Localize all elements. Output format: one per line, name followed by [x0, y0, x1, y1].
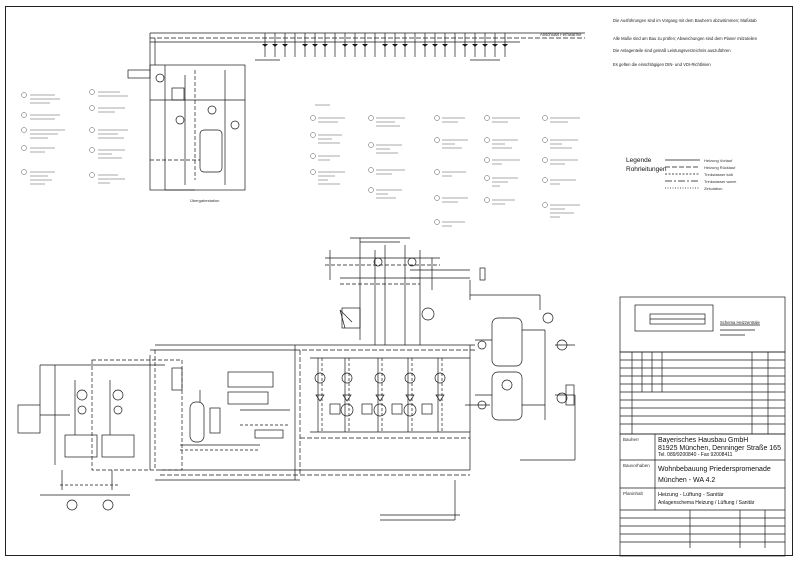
legend-item: Zirkulation [704, 186, 723, 191]
key-plan [619, 296, 786, 353]
legend-item: Trinkwasser warm [704, 179, 737, 184]
top-pipe-label: Anschluss Fernwärme [540, 32, 582, 37]
storage-tanks [465, 317, 576, 470]
project-name: Wohnbebauung Priederspromenade [658, 466, 771, 473]
owner-address: 81925 München, Denninger Straße 165 [658, 445, 781, 452]
component-list-left [21, 89, 128, 185]
revision-table [619, 351, 786, 435]
project-location: München - WA 4.2 [658, 477, 716, 484]
note-line: Alle Maße sind am Bau zu prüfen; Abweich… [613, 36, 758, 41]
expansion-vessel-group [180, 371, 290, 451]
note-line: Es gelten die einschlägigen DIN- und VDI… [613, 62, 711, 67]
transfer-station-box: Übergabestation [127, 64, 246, 203]
component-list-middle [310, 104, 580, 227]
owner-name: Bayerisches Hausbau GmbH [658, 437, 749, 444]
title-block-grid [619, 433, 786, 557]
owner-label: Bauherr [623, 437, 640, 442]
content-line1: Heizung - Lüftung - Sanitär [658, 492, 724, 498]
content-line2: Anlagenschema Heizung / Lüftung / Sanitä… [658, 500, 755, 506]
key-plan-label: Schema Heizzentrale [720, 320, 760, 325]
owner-phone: Tel. 089/9200840 - Fax 92008411 [658, 452, 733, 458]
legend-title: Legende [626, 157, 652, 164]
legend-item: Heizung Rücklauf [704, 165, 736, 170]
note-line: Die Anlagenteile sind gemäß Leistungsver… [613, 48, 731, 53]
content-label: Planinhalt [623, 491, 643, 496]
boiler-section [17, 344, 295, 511]
legend-item: Trinkwasser kalt [704, 172, 733, 177]
drawing-frame [5, 6, 793, 556]
legend-item: Heizung Vorlauf [704, 158, 733, 163]
project-label: Bauvorhaben [623, 463, 650, 468]
top-distribution-schematic [149, 32, 585, 70]
main-heating-schematic [17, 237, 576, 521]
heating-circuit-group [314, 358, 446, 432]
note-line: Die Ausführungen sind im Vorgang mit dem… [613, 18, 757, 23]
station-label: Übergabestation [190, 198, 219, 203]
legend-line-samples [665, 159, 700, 189]
legend-subtitle: Rohrleitungen [626, 166, 667, 173]
